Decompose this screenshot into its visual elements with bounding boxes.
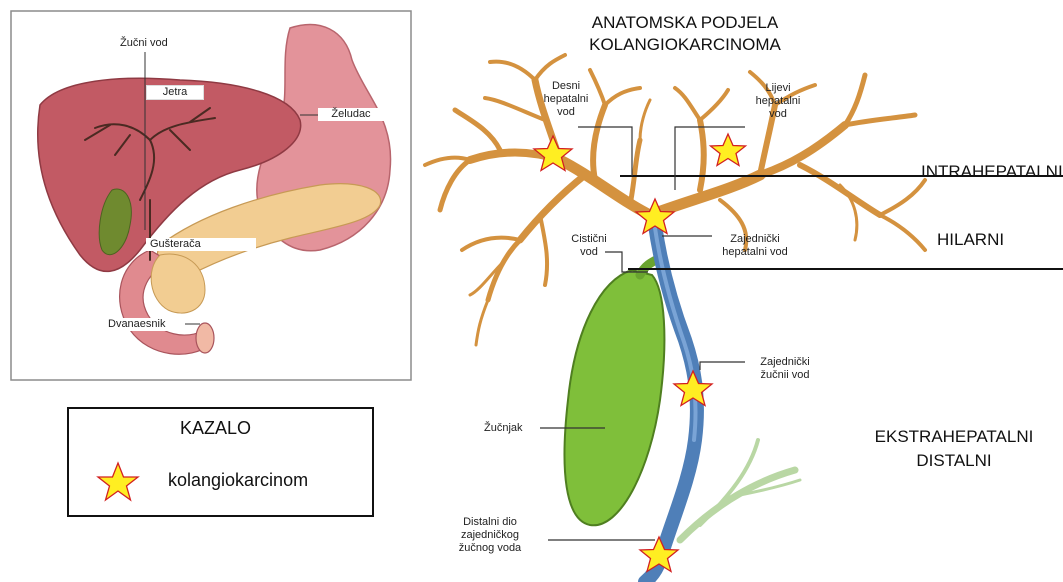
zone-ekstra-line1: EKSTRAHEPATALNI [874,425,1034,449]
label-jetra: Jetra [146,85,204,100]
diagram-title-line2: KOLANGIOKARCINOMA [545,34,825,56]
label-zaj-zuc-line1: Zajednički [746,356,824,369]
label-distalni-dio: Distalni dio zajedničkog žučnog voda [440,516,540,555]
label-desni-line3: vod [533,106,599,119]
label-zajednicki-zucni-vod: Zajednički žučnii vod [746,356,824,382]
label-distalni-line1: Distalni dio [440,516,540,529]
label-zucnjak: Žučnjak [484,422,523,435]
label-zaj-hep-line2: hepatalni vod [705,246,805,259]
zone-ekstrahepatalni: EKSTRAHEPATALNI DISTALNI [874,425,1034,473]
duodenum-end [196,323,214,353]
label-zucni-vod: Žučni vod [118,37,170,50]
diagram-title-line1: ANATOMSKA PODJELA [545,12,825,34]
zone-intrahepatalni: INTRAHEPATALNI [921,162,1063,182]
label-distalni-line3: žučnog voda [440,542,540,555]
legend-title: KAZALO [180,418,251,439]
label-desni-line1: Desni [533,80,599,93]
label-desni-hepatalni-vod: Desni hepatalni vod [533,80,599,119]
label-distalni-line2: zajedničkog [440,529,540,542]
label-cisticni-vod: Cistični vod [560,233,618,259]
zone-hilarni: HILARNI [937,230,1004,250]
label-lijevi-line3: vod [745,108,811,121]
label-lijevi-line1: Lijevi [745,82,811,95]
diagram-title: ANATOMSKA PODJELA KOLANGIOKARCINOMA [545,12,825,56]
label-gusteraca: Gušterača [146,238,256,251]
label-zaj-zuc-line2: žučnii vod [746,369,824,382]
label-lijevi-line2: hepatalni [745,95,811,108]
label-desni-line2: hepatalni [533,93,599,106]
gallbladder-shape [564,270,664,525]
label-cisticni-line1: Cistični [560,233,618,246]
zone-ekstra-line2: DISTALNI [874,449,1034,473]
label-cisticni-line2: vod [560,246,618,259]
legend-item-label: kolangiokarcinom [168,470,308,491]
tumor-star-left-hepatic [711,134,746,166]
label-zaj-hep-line1: Zajednički [705,233,805,246]
label-lijevi-hepatalni-vod: Lijevi hepatalni vod [745,82,811,121]
label-zeludac: Želudac [318,108,384,121]
label-zajednicki-hepatalni-vod: Zajednički hepatalni vod [705,233,805,259]
label-dvanaesnik: Dvanaesnik [106,318,167,331]
